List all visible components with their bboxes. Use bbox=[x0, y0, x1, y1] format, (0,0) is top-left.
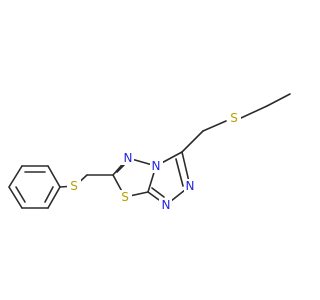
bond-ph-6-1-double bbox=[44, 186, 54, 203]
atom-n-triazole-1: N bbox=[162, 198, 171, 212]
atom-n-ring-top: N bbox=[124, 151, 133, 165]
atom-s-ethyl: S bbox=[230, 111, 238, 125]
atom-n-bridge: N bbox=[152, 159, 161, 173]
molecule-diagram: S N N N N S S bbox=[8, 93, 291, 212]
bond-ph-4-5-double bbox=[15, 186, 26, 203]
atom-n-triazole-2: N bbox=[186, 179, 195, 193]
bond-ethyl-ch3 bbox=[266, 93, 291, 107]
mask-n-bridge bbox=[150, 159, 163, 173]
bond-ph-1-2 bbox=[47, 165, 61, 188]
bond-ph-6-1 bbox=[47, 186, 61, 209]
bond-ph-3-4 bbox=[8, 165, 23, 188]
mask-n-triazole-2 bbox=[184, 179, 197, 193]
bond-n1-c8a-double bbox=[151, 187, 165, 198]
bond-ph-4-5 bbox=[8, 186, 23, 209]
atom-s-thiadiazole: S bbox=[121, 190, 129, 204]
bond-s-ch2-upper bbox=[202, 120, 227, 132]
bond-ch2-c3 bbox=[181, 130, 204, 153]
mask-s-phenyl bbox=[67, 179, 81, 194]
molecule-svg: S N N N N S S bbox=[8, 93, 291, 212]
atom-s-phenyl: S bbox=[70, 179, 78, 193]
bond-n5-c6-double bbox=[116, 164, 125, 173]
bond-ethyl-ch2 bbox=[240, 105, 268, 119]
mask-n-triazole-1 bbox=[159, 198, 172, 212]
mask-s-thiadiazole bbox=[118, 190, 132, 205]
bond-c3-n2-double bbox=[175, 158, 184, 187]
mask-n-ring-top bbox=[121, 151, 134, 165]
mask-s-ethyl bbox=[227, 110, 241, 125]
